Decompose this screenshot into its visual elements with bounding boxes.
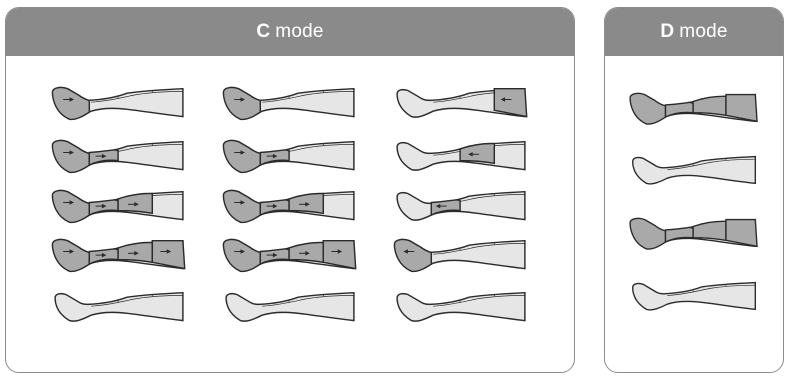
inflated-chamber-2 xyxy=(260,249,289,264)
c-mode-leg-1-2 xyxy=(44,139,194,175)
c-mode-leg-3-1 xyxy=(386,86,536,122)
d-mode-word: mode xyxy=(679,21,727,43)
inflated-chamber-1 xyxy=(223,87,260,119)
inflated-chamber-2 xyxy=(260,200,289,215)
d-mode-header: D mode xyxy=(605,8,783,56)
d-mode-leg-1 xyxy=(622,92,766,127)
d-mode-letter: D xyxy=(660,21,674,43)
c-mode-leg-2-4 xyxy=(215,238,365,274)
inflated-chamber-1 xyxy=(630,218,665,249)
inflated-chamber-3 xyxy=(460,144,494,164)
inflated-chamber-1 xyxy=(52,190,89,222)
inflated-chamber-2 xyxy=(89,200,118,215)
inflated-chamber-1 xyxy=(394,239,431,271)
leg-outline xyxy=(55,293,183,321)
leg-outline xyxy=(397,192,525,220)
leg-outline xyxy=(226,293,354,321)
inflated-chamber-2 xyxy=(89,150,118,165)
inflated-chamber-3 xyxy=(693,221,726,240)
leg-outline xyxy=(397,293,525,321)
d-mode-panel: D mode xyxy=(604,7,784,373)
c-mode-leg-1-3 xyxy=(44,189,194,225)
c-mode-leg-2-2 xyxy=(215,139,365,175)
c-mode-leg-3-2 xyxy=(386,139,536,175)
c-mode-leg-2-3 xyxy=(215,189,365,225)
c-mode-word: mode xyxy=(275,21,323,43)
inflated-chamber-2 xyxy=(665,102,693,117)
inflated-chamber-1 xyxy=(52,140,89,172)
inflated-chamber-2 xyxy=(431,200,460,215)
leg-outline xyxy=(633,157,756,184)
inflated-chamber-2 xyxy=(665,227,693,242)
c-mode-leg-3-3 xyxy=(386,189,536,225)
inflated-chamber-3 xyxy=(693,96,726,115)
c-mode-header: C mode xyxy=(6,8,574,56)
c-mode-leg-2-5 xyxy=(215,290,365,326)
c-mode-leg-1-4 xyxy=(44,238,194,274)
c-mode-leg-3-5 xyxy=(386,290,536,326)
d-mode-leg-4 xyxy=(622,280,766,315)
inflated-chamber-2 xyxy=(260,150,289,165)
c-mode-letter: C xyxy=(256,21,270,43)
inflated-chamber-2 xyxy=(89,249,118,264)
inflated-chamber-1 xyxy=(52,239,89,271)
inflated-chamber-1 xyxy=(223,239,260,271)
inflated-chamber-1 xyxy=(52,87,89,119)
c-mode-leg-2-1 xyxy=(215,86,365,122)
leg-outline xyxy=(633,283,756,310)
d-mode-leg-2 xyxy=(622,154,766,189)
c-mode-leg-1-5 xyxy=(44,290,194,326)
inflated-chamber-1 xyxy=(223,190,260,222)
inflated-chamber-1 xyxy=(223,140,260,172)
c-mode-leg-3-4 xyxy=(386,238,536,274)
c-mode-leg-1-1 xyxy=(44,86,194,122)
d-mode-leg-3 xyxy=(622,217,766,252)
inflated-chamber-1 xyxy=(630,93,665,124)
c-mode-panel: C mode xyxy=(5,7,575,373)
